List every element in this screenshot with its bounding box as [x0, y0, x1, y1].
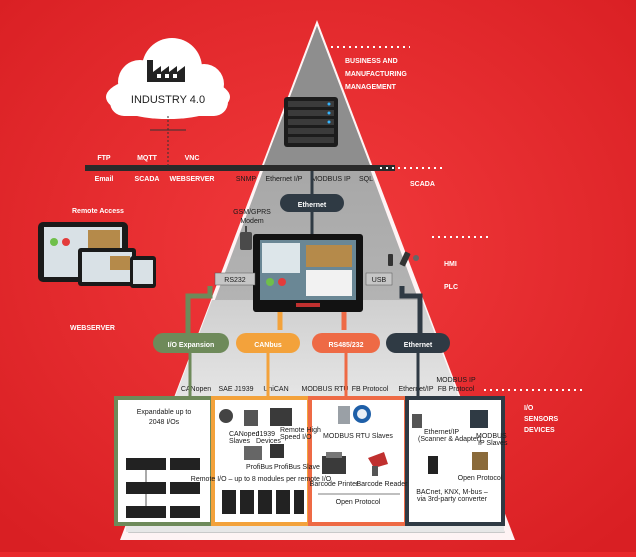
- scada-label: SCADA: [410, 181, 435, 188]
- hmi-label: HMI: [444, 261, 457, 268]
- cloud-title: INDUSTRY 4.0: [131, 94, 205, 106]
- canbus-j1939-2: Devices: [256, 438, 281, 445]
- ethernet-devices-icon: [412, 410, 488, 474]
- scada-bar: [85, 165, 375, 171]
- rs485-barcode-printer: Barcode Printer: [310, 481, 359, 488]
- bus-canbus-label: CANbus: [254, 342, 282, 349]
- usb-label: USB: [372, 277, 387, 284]
- scada-bar-end: [375, 165, 395, 171]
- proto-canopen: CANopen: [181, 386, 211, 393]
- business-label-1: BUSINESS AND: [345, 58, 398, 65]
- service-scada: SCADA: [135, 176, 160, 183]
- canbus-devices-icon: [219, 408, 292, 460]
- remote-access-label: Remote Access: [72, 208, 124, 215]
- bus-io-expansion: [153, 333, 229, 353]
- factory-icon: [147, 60, 185, 82]
- proto-j1939: SAE J1939: [218, 386, 253, 393]
- industry-cloud: [106, 38, 230, 119]
- canbus-j1939-1: J1939: [256, 431, 275, 438]
- server-rack-icon: [284, 97, 338, 147]
- remote-io-modules-icon: [222, 490, 304, 514]
- usb-port: [365, 272, 393, 286]
- canbus-remote-io: Remote I/O – up to 8 modules per remote …: [191, 476, 332, 483]
- bus-rs485-label: RS485/232: [328, 342, 363, 349]
- business-label-2: MANUFACTURING: [345, 71, 407, 78]
- ethernet-open-protocol: Open Protocol: [458, 475, 503, 482]
- expansion-text-1: Expandable up to: [137, 409, 192, 416]
- ethernet-top-pill: [280, 194, 344, 212]
- canbus-profibus-slave: ProfiBus Slave: [274, 464, 320, 471]
- proto-unican: UniCAN: [263, 386, 288, 393]
- ethernet-bacnet-2: via 3rd-party converter: [417, 496, 488, 503]
- bus-ethernet-label: Ethernet: [404, 342, 433, 349]
- canbus-remote-hs-2: Speed I/O: [280, 434, 312, 441]
- ethernet-bacnet-1: BACnet, KNX, M-bus –: [416, 489, 488, 496]
- proto-fb-2: FB Protocol: [438, 386, 475, 393]
- protocol-snmp: SNMP: [236, 176, 257, 183]
- service-vnc: VNC: [185, 155, 200, 162]
- bus-canbus: [236, 333, 300, 353]
- webserver-side-label: WEBSERVER: [70, 325, 115, 332]
- proto-modbus-ip: MODBUS IP: [436, 377, 476, 384]
- ethernet-scanner-1: Ethernet/IP: [424, 429, 459, 436]
- ethernet-scanner-2: (Scanner & Adapter): [418, 436, 481, 443]
- business-label-3: MANAGEMENT: [345, 84, 397, 91]
- protocol-ethernet-ip: Ethernet I/P: [266, 176, 303, 183]
- bus-rs485: [312, 333, 380, 353]
- gsm-label-1: GSM/GPRS: [233, 209, 271, 216]
- proto-modbus-rtu: MODBUS RTU: [302, 386, 349, 393]
- hmi-panel-icon: [253, 234, 363, 312]
- rs485-open-protocol: Open Protocol: [336, 499, 381, 506]
- modbus-slaves-icon: [338, 405, 371, 424]
- ethernet-modbus-slaves-1: MODBUS: [476, 433, 507, 440]
- rs232-label: RS232: [224, 277, 246, 284]
- service-webserver: WEBSERVER: [170, 176, 215, 183]
- expansion-modules-icon: [126, 458, 200, 518]
- barcode-devices-icon: [322, 452, 388, 476]
- service-mqtt: MQTT: [137, 155, 158, 162]
- canbus-remote-hs-1: Remote High: [280, 427, 321, 434]
- usb-device-icon: [388, 251, 419, 267]
- gsm-label-2: Modem: [240, 218, 264, 225]
- service-ftp: FTP: [97, 155, 111, 162]
- bus-ethernet: [386, 333, 450, 353]
- ethernet-wire: [399, 286, 423, 337]
- proto-ethernet-ip: Ethernet/IP: [398, 386, 433, 393]
- service-email: Email: [95, 176, 114, 183]
- bus-io-expansion-label: I/O Expansion: [168, 342, 215, 349]
- io-label-3: DEVICES: [524, 427, 555, 434]
- io-label-2: SENSORS: [524, 416, 559, 423]
- rs232-port: [214, 272, 256, 286]
- rs485-modbus-slaves: MODBUS RTU Slaves: [323, 433, 393, 440]
- canbus-profibus: ProfiBus: [246, 464, 273, 471]
- protocol-modbus-ip: MODBUS IP: [311, 176, 351, 183]
- proto-fb: FB Protocol: [352, 386, 389, 393]
- plc-label: PLC: [444, 284, 458, 291]
- phone-icon: [130, 256, 156, 288]
- canbus-canopen-1: CANopen: [229, 431, 259, 438]
- expansion-text-2: 2048 I/Os: [149, 419, 180, 426]
- rs485-barcode-reader: Barcode Reader: [357, 481, 409, 488]
- io-label-1: I/O: [524, 405, 534, 412]
- protocol-sql: SQL: [359, 176, 373, 183]
- laptop-icon: [78, 248, 136, 286]
- ethernet-modbus-slaves-2: IP Slaves: [478, 440, 508, 447]
- io-expansion-wire: [185, 286, 213, 337]
- ethernet-top-label: Ethernet: [298, 202, 327, 209]
- canbus-canopen-2: Slaves: [229, 438, 251, 445]
